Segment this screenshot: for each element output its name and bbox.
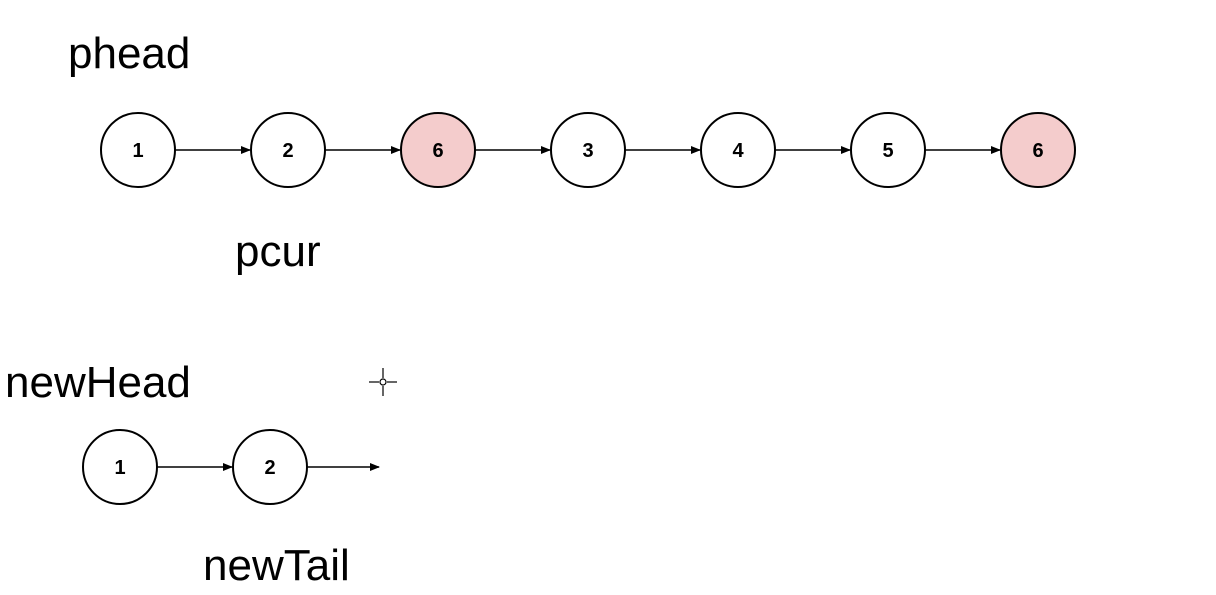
node-circle — [82, 429, 158, 505]
node-circle — [232, 429, 308, 505]
node-value: 2 — [282, 140, 293, 162]
node-circle — [400, 112, 476, 188]
list-node: 1 — [100, 112, 176, 188]
node-value: 1 — [114, 457, 125, 479]
node-circle — [700, 112, 776, 188]
node-circle — [850, 112, 926, 188]
node-value: 6 — [1032, 140, 1043, 162]
list-node: 1 — [82, 429, 158, 505]
node-value: 1 — [132, 140, 143, 162]
list-node: 6 — [1000, 112, 1076, 188]
crosshair-icon — [369, 368, 397, 396]
newhead-label: newHead — [5, 358, 191, 407]
list-node: 4 — [700, 112, 776, 188]
original-list: 1 2 6 3 4 5 6 — [100, 112, 1076, 188]
node-value: 3 — [582, 140, 593, 162]
pcur-label: pcur — [235, 227, 321, 276]
list-node: 3 — [550, 112, 626, 188]
list-node: 2 — [250, 112, 326, 188]
node-circle — [100, 112, 176, 188]
list-node: 2 — [232, 429, 308, 505]
phead-label: phead — [68, 29, 190, 78]
newtail-label: newTail — [203, 541, 350, 590]
node-value: 4 — [732, 140, 744, 162]
node-circle — [1000, 112, 1076, 188]
node-value: 6 — [432, 140, 443, 162]
node-value: 5 — [882, 140, 893, 162]
list-node: 6 — [400, 112, 476, 188]
node-value: 2 — [264, 457, 275, 479]
node-circle — [250, 112, 326, 188]
list-node: 5 — [850, 112, 926, 188]
node-circle — [550, 112, 626, 188]
